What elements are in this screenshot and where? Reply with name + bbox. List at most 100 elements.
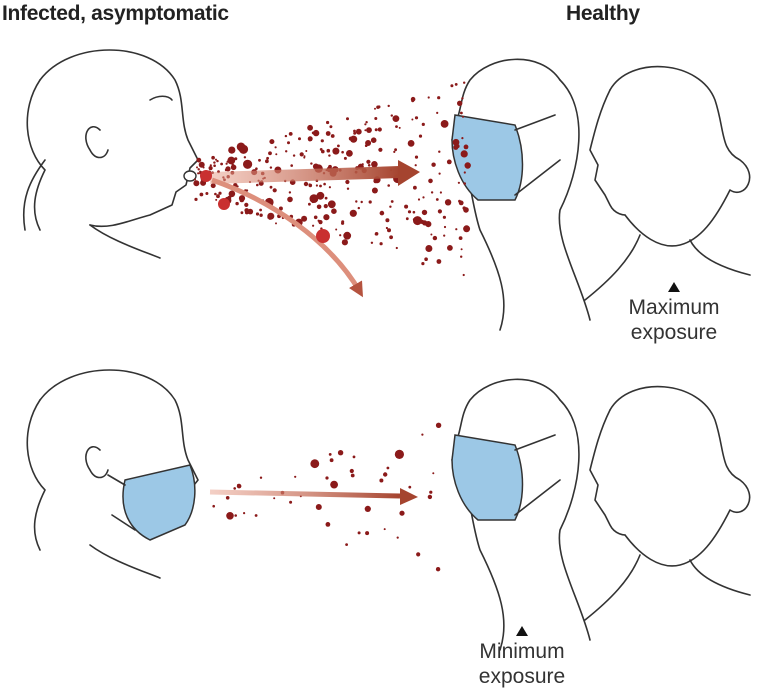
droplet <box>346 187 350 190</box>
droplet <box>315 504 322 510</box>
droplet <box>387 104 390 108</box>
droplet <box>329 125 333 129</box>
droplet <box>353 129 356 133</box>
droplet <box>350 473 355 478</box>
droplet <box>331 208 337 214</box>
droplet <box>366 159 371 164</box>
droplet <box>364 123 367 126</box>
droplet <box>294 475 297 478</box>
large-droplet <box>218 198 230 210</box>
droplet <box>425 245 433 252</box>
droplet <box>387 228 391 233</box>
droplet <box>460 111 463 115</box>
droplet <box>379 478 384 483</box>
droplet <box>259 213 263 217</box>
droplet <box>440 120 449 128</box>
droplet <box>213 164 216 167</box>
droplet <box>447 245 453 251</box>
droplet <box>455 228 458 231</box>
droplet <box>464 162 471 169</box>
droplet <box>240 211 244 215</box>
droplet <box>265 159 269 164</box>
droplet <box>378 147 383 152</box>
droplet <box>463 182 467 185</box>
droplet <box>330 134 335 138</box>
droplet <box>452 138 460 146</box>
droplet <box>199 192 204 197</box>
droplet <box>255 167 258 170</box>
droplet <box>287 196 293 203</box>
droplet <box>365 121 368 124</box>
droplet <box>343 231 352 240</box>
healthy-label: Healthy <box>566 2 640 25</box>
droplet <box>463 225 471 233</box>
droplet <box>320 139 324 143</box>
droplet <box>269 185 273 189</box>
droplet <box>235 201 239 206</box>
droplet <box>209 164 212 167</box>
droplet <box>443 225 447 229</box>
droplet <box>287 141 290 145</box>
droplet <box>275 153 278 156</box>
droplet <box>386 466 390 470</box>
droplet <box>225 162 228 165</box>
droplet <box>398 126 401 129</box>
droplet <box>269 139 275 145</box>
droplet <box>321 149 325 154</box>
droplet <box>255 183 259 187</box>
droplet <box>284 134 288 138</box>
droplet <box>346 117 349 121</box>
triangle-marker-icon <box>668 282 680 292</box>
droplet <box>374 107 376 110</box>
droplet <box>319 148 323 151</box>
droplet <box>197 172 200 175</box>
droplet <box>427 494 433 500</box>
arrowhead <box>400 488 418 505</box>
healthy-person-bottom <box>584 385 751 621</box>
droplet <box>460 248 463 251</box>
droplet <box>405 217 409 221</box>
droplet <box>395 125 398 128</box>
droplet <box>436 111 439 114</box>
droplet <box>355 200 358 203</box>
droplet <box>243 511 246 515</box>
droplet <box>463 171 466 174</box>
droplet <box>432 472 435 475</box>
droplet <box>289 500 293 504</box>
droplet <box>414 164 417 167</box>
droplet <box>439 191 442 194</box>
droplet <box>335 228 338 231</box>
maximum-exposure-label: Maximum exposure <box>618 282 730 345</box>
droplet <box>385 218 390 223</box>
droplet <box>259 208 262 212</box>
droplet <box>328 164 332 169</box>
droplet <box>210 183 216 189</box>
droplet <box>411 118 414 121</box>
droplet <box>326 148 331 153</box>
droplet <box>393 150 396 153</box>
droplet <box>360 200 363 204</box>
droplet <box>218 191 222 195</box>
droplet <box>332 147 340 155</box>
droplet <box>345 543 348 546</box>
droplet <box>416 552 421 557</box>
droplet <box>220 162 224 166</box>
droplet <box>275 222 277 225</box>
droplet <box>246 189 249 192</box>
droplet <box>301 215 308 222</box>
droplet <box>328 154 331 157</box>
droplet <box>385 226 388 230</box>
droplet <box>312 224 315 227</box>
droplet <box>228 190 236 198</box>
droplet <box>394 449 404 459</box>
droplet <box>371 187 378 194</box>
droplet <box>352 455 356 459</box>
droplet <box>198 161 205 168</box>
label-line: exposure <box>478 665 566 688</box>
large-droplet <box>316 229 330 243</box>
droplet <box>212 504 215 508</box>
droplet <box>437 209 442 214</box>
droplet <box>341 150 344 154</box>
droplet <box>349 468 354 474</box>
droplet <box>357 531 361 535</box>
